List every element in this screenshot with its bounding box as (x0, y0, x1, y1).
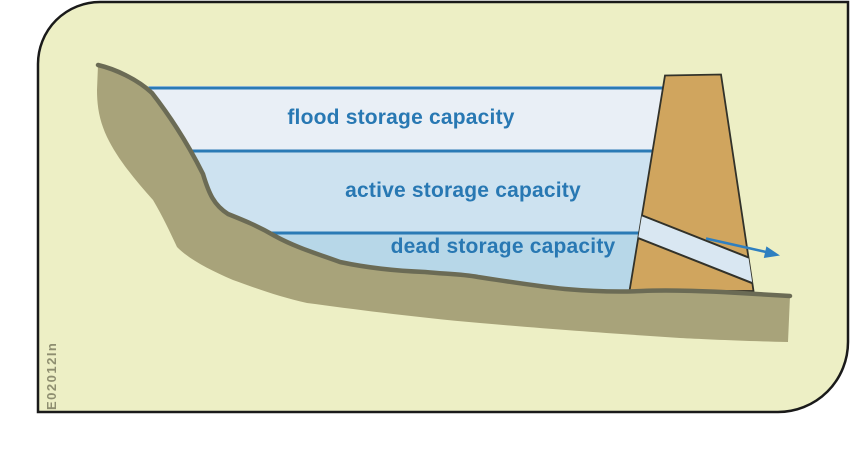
active-storage-label: active storage capacity (345, 179, 581, 202)
dead-storage-label: dead storage capacity (390, 235, 616, 258)
terrain-surface-line (95, 62, 793, 299)
flood-storage-label: flood storage capacity (287, 106, 515, 129)
outflow-arrow-shaft (705, 237, 767, 254)
outflow-arrow (705, 237, 780, 258)
flood-storage-zone (148, 86, 680, 151)
figure-code: E02012In (44, 341, 59, 410)
outflow-arrow-head-icon (763, 246, 780, 258)
terrain (97, 65, 790, 342)
